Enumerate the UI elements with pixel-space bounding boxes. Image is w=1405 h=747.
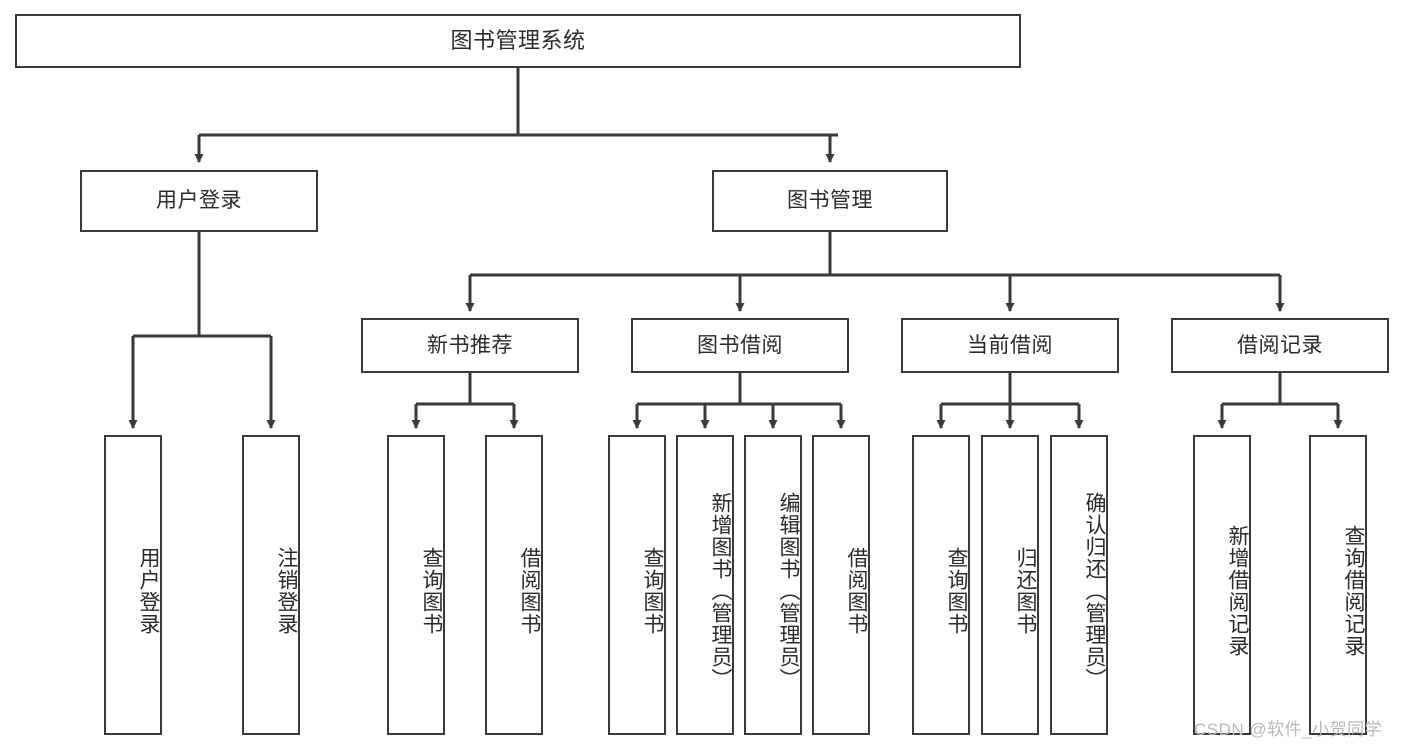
node-borrow-record[interactable]: 借阅记录: [1171, 318, 1389, 373]
leaf-borrow-book-recommend[interactable]: 借阅图书: [485, 435, 543, 735]
node-book-borrow[interactable]: 图书借阅: [631, 318, 849, 373]
leaf-query-borrow-record[interactable]: 查询借阅记录: [1309, 435, 1367, 735]
leaf-borrow-book-borrow[interactable]: 借阅图书: [812, 435, 870, 735]
leaf-add-book-admin[interactable]: 新增图书（管理员）: [676, 435, 734, 735]
leaf-logout[interactable]: 注销登录: [242, 435, 300, 735]
node-book-management[interactable]: 图书管理: [712, 170, 948, 232]
node-label: 注销登录: [275, 547, 298, 635]
node-label: 借阅记录: [1237, 333, 1323, 357]
node-label: 新增图书（管理员）: [709, 492, 732, 690]
node-label: 查询图书: [641, 547, 664, 635]
node-label: 图书借阅: [697, 333, 783, 357]
node-current-borrow[interactable]: 当前借阅: [901, 318, 1119, 373]
node-label: 归还图书: [1014, 547, 1037, 635]
leaf-query-book-recommend[interactable]: 查询图书: [387, 435, 445, 735]
node-user-login[interactable]: 用户登录: [80, 170, 318, 232]
node-label: 确认归还（管理员）: [1083, 492, 1106, 690]
node-label: 编辑图书（管理员）: [777, 492, 800, 690]
node-label: 查询图书: [945, 547, 968, 635]
leaf-query-book-current[interactable]: 查询图书: [912, 435, 970, 735]
node-label: 当前借阅: [967, 333, 1053, 357]
leaf-return-book[interactable]: 归还图书: [981, 435, 1039, 735]
node-label: 查询借阅记录: [1342, 525, 1365, 657]
leaf-user-login[interactable]: 用户登录: [104, 435, 162, 735]
node-label: 新书推荐: [427, 333, 513, 357]
node-label: 新增借阅记录: [1226, 525, 1249, 657]
leaf-query-book-borrow[interactable]: 查询图书: [608, 435, 666, 735]
node-label: 查询图书: [420, 547, 443, 635]
leaf-confirm-return-admin[interactable]: 确认归还（管理员）: [1050, 435, 1108, 735]
node-label: 用户登录: [137, 547, 160, 635]
node-label: 图书管理系统: [450, 27, 586, 53]
node-label: 借阅图书: [518, 547, 541, 635]
leaf-add-borrow-record[interactable]: 新增借阅记录: [1193, 435, 1251, 735]
leaf-edit-book-admin[interactable]: 编辑图书（管理员）: [744, 435, 802, 735]
node-root-system[interactable]: 图书管理系统: [15, 14, 1021, 68]
node-label: 用户登录: [156, 189, 242, 213]
node-label: 图书管理: [787, 189, 873, 213]
csdn-watermark: CSDN @软件_小贺同学: [1194, 720, 1383, 739]
node-label: 借阅图书: [845, 547, 868, 635]
node-new-book-recommend[interactable]: 新书推荐: [361, 318, 579, 373]
